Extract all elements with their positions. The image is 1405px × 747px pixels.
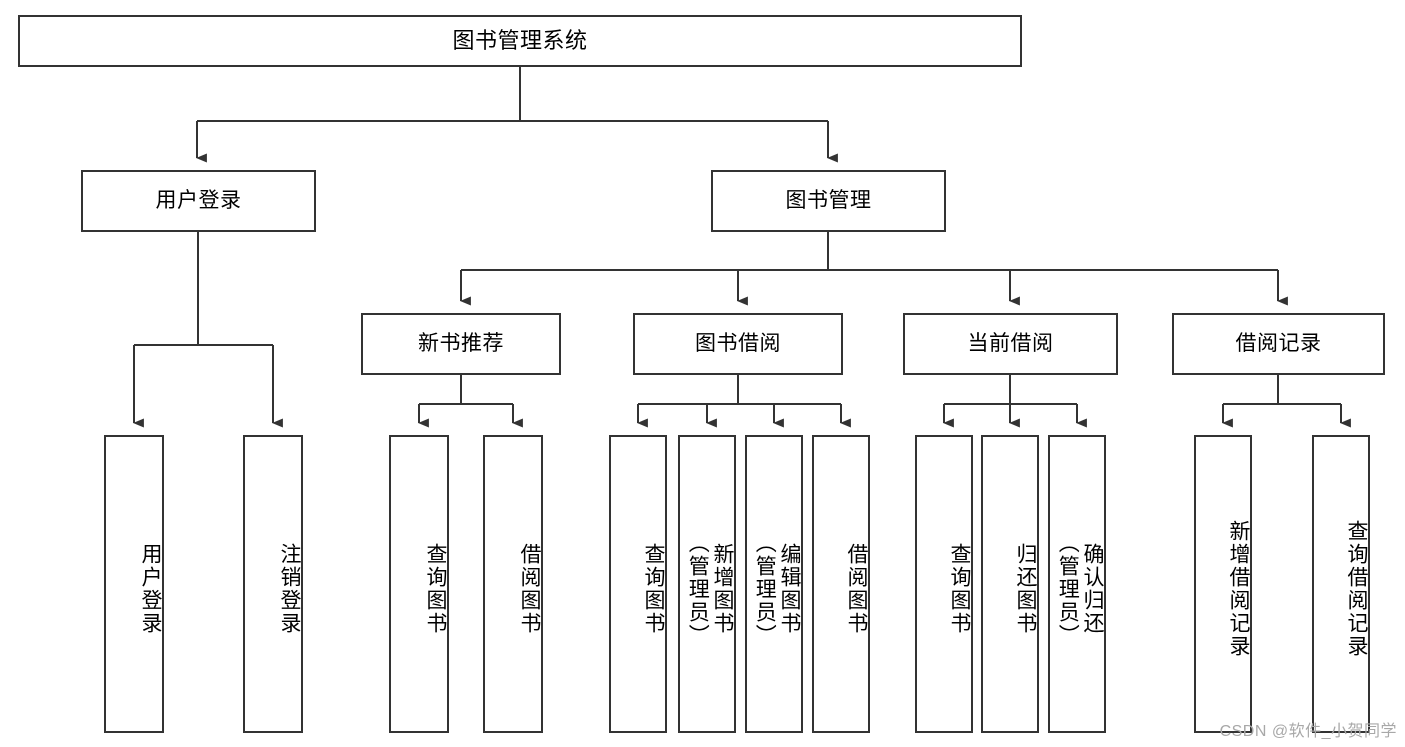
node-new-book-recommend[interactable]: 新书推荐 <box>361 313 561 375</box>
leaf-confirm-return-admin-label: 确认归还 （管理员） <box>1056 531 1104 647</box>
node-root-label: 图书管理系统 <box>452 28 588 54</box>
csdn-watermark: CSDN @软件_小贺同学 <box>1219 723 1397 740</box>
leaf-borrow-book-borrow[interactable]: 借阅图书 <box>812 435 870 733</box>
node-book-management-label: 图书管理 <box>785 188 872 212</box>
node-current-borrow-label: 当前借阅 <box>967 331 1054 355</box>
leaf-add-book-admin-label: 新增图书 （管理员） <box>686 531 734 647</box>
leaf-add-borrow-record[interactable]: 新增借阅记录 <box>1194 435 1252 733</box>
node-user-login-label: 用户登录 <box>155 188 242 212</box>
leaf-add-book-admin[interactable]: 新增图书 （管理员） <box>678 435 736 733</box>
leaf-edit-book-admin[interactable]: 编辑图书 （管理员） <box>745 435 803 733</box>
leaf-borrow-book-newbook[interactable]: 借阅图书 <box>483 435 543 733</box>
node-book-borrow[interactable]: 图书借阅 <box>633 313 843 375</box>
leaf-add-borrow-record-label: 新增借阅记录 <box>1227 520 1250 658</box>
leaf-query-borrow-record-label: 查询借阅记录 <box>1345 520 1368 658</box>
leaf-query-borrow-record[interactable]: 查询借阅记录 <box>1312 435 1370 733</box>
leaf-borrow-book-newbook-label: 借阅图书 <box>518 543 541 635</box>
node-borrow-record-label: 借阅记录 <box>1235 331 1322 355</box>
leaf-query-book-newbook-label: 查询图书 <box>424 543 447 635</box>
leaf-edit-book-admin-label: 编辑图书 （管理员） <box>753 531 801 647</box>
leaf-user-login[interactable]: 用户登录 <box>104 435 164 733</box>
node-user-login[interactable]: 用户登录 <box>81 170 316 232</box>
leaf-query-book-borrow[interactable]: 查询图书 <box>609 435 667 733</box>
node-current-borrow[interactable]: 当前借阅 <box>903 313 1118 375</box>
node-borrow-record[interactable]: 借阅记录 <box>1172 313 1385 375</box>
leaf-borrow-book-borrow-label: 借阅图书 <box>845 543 868 635</box>
leaf-query-book-borrow-label: 查询图书 <box>642 543 665 635</box>
node-new-book-recommend-label: 新书推荐 <box>418 331 504 355</box>
leaf-return-book-label: 归还图书 <box>1014 543 1037 635</box>
leaf-return-book[interactable]: 归还图书 <box>981 435 1039 733</box>
leaf-logout-label: 注销登录 <box>278 543 301 635</box>
leaf-logout[interactable]: 注销登录 <box>243 435 303 733</box>
leaf-query-book-current-label: 查询图书 <box>948 543 971 635</box>
leaf-query-book-current[interactable]: 查询图书 <box>915 435 973 733</box>
leaf-confirm-return-admin[interactable]: 确认归还 （管理员） <box>1048 435 1106 733</box>
leaf-user-login-label: 用户登录 <box>139 543 162 635</box>
node-book-borrow-label: 图书借阅 <box>695 331 781 355</box>
node-root[interactable]: 图书管理系统 <box>18 15 1022 67</box>
node-book-management[interactable]: 图书管理 <box>711 170 946 232</box>
leaf-query-book-newbook[interactable]: 查询图书 <box>389 435 449 733</box>
